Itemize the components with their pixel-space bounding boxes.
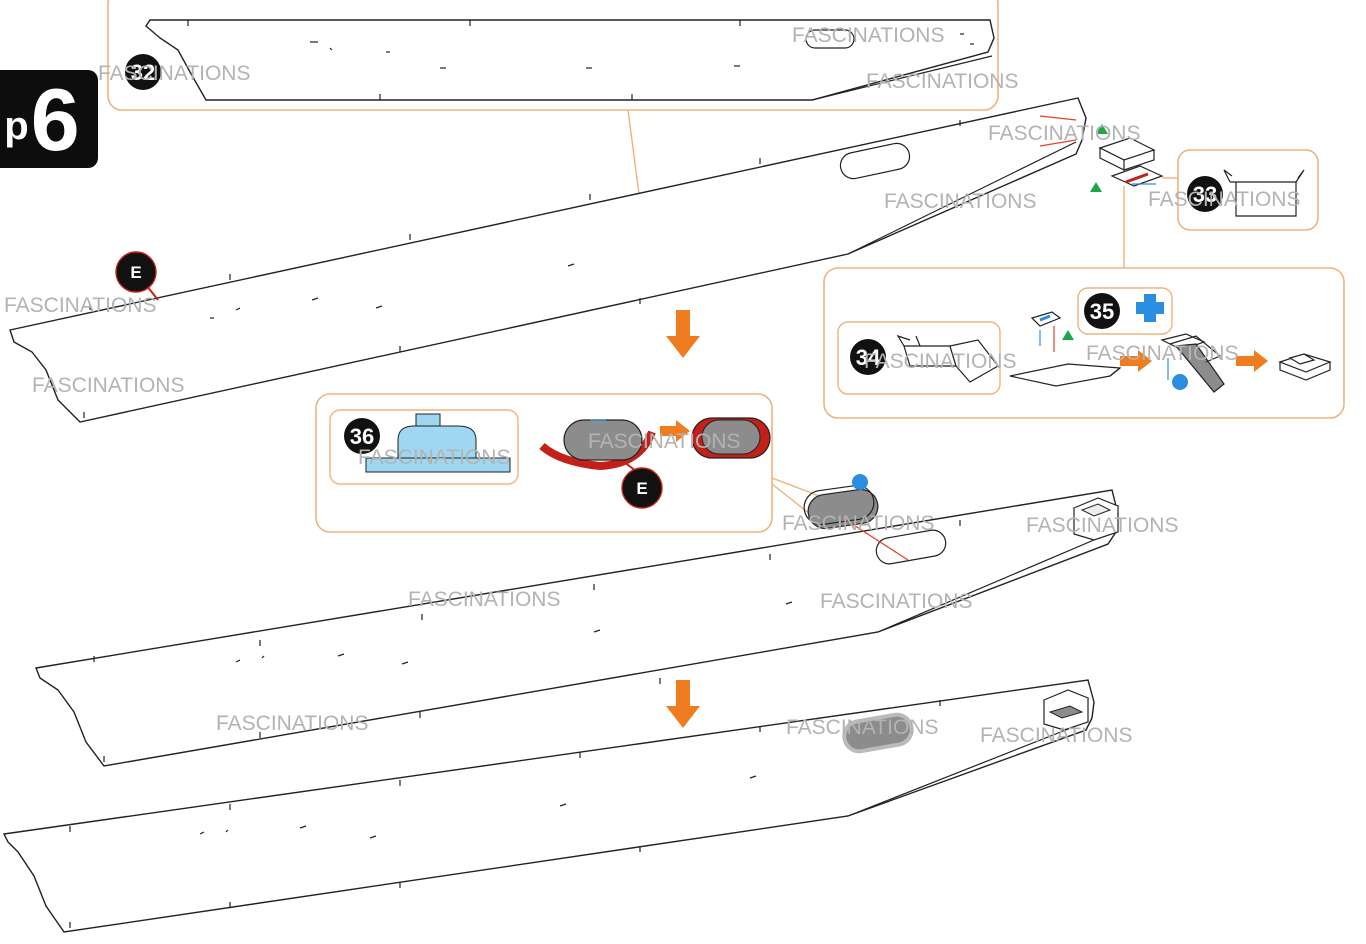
callout-33-label: 33 bbox=[1193, 182, 1217, 207]
step-badge: p 6 bbox=[0, 70, 98, 168]
watermark: FASCINATIONS bbox=[866, 70, 1018, 93]
step-number: 6 bbox=[30, 70, 80, 169]
callout-34-label: 34 bbox=[856, 345, 881, 370]
watermark: FASCINATIONS bbox=[98, 62, 250, 85]
watermark: FASCINATIONS bbox=[782, 512, 934, 535]
callout-32-label: 32 bbox=[131, 60, 155, 85]
detail-box-33: 33 bbox=[1177, 149, 1319, 231]
watermark: FASCINATIONS bbox=[1086, 342, 1238, 365]
hull-part-32 bbox=[145, 19, 995, 101]
marker-e-detail: E bbox=[636, 479, 647, 498]
watermark: FASCINATIONS bbox=[988, 122, 1140, 145]
watermark: FASCINATIONS bbox=[408, 588, 560, 611]
watermark: FASCINATIONS bbox=[4, 294, 156, 317]
triangle-marker-icon bbox=[1090, 182, 1102, 192]
blue-cross-part bbox=[1136, 294, 1164, 322]
watermark: FASCINATIONS bbox=[884, 190, 1036, 213]
callout-35-label: 35 bbox=[1090, 299, 1114, 324]
part-33-placement bbox=[1090, 124, 1178, 268]
watermark: FASCINATIONS bbox=[588, 430, 740, 453]
watermark: FASCINATIONS bbox=[1148, 188, 1300, 211]
watermark: FASCINATIONS bbox=[864, 350, 1016, 373]
watermark: FASCINATIONS bbox=[792, 24, 944, 47]
detail-box-36: 36 E bbox=[315, 393, 831, 533]
watermark: FASCINATIONS bbox=[1026, 514, 1178, 537]
down-arrow-icon bbox=[666, 680, 700, 728]
part-33-installed bbox=[1072, 497, 1120, 541]
detail-box-34-35: 34 35 bbox=[823, 267, 1345, 419]
right-arrow-icon bbox=[1236, 350, 1268, 372]
dot-marker-icon bbox=[852, 474, 868, 490]
dot-marker-icon bbox=[1172, 374, 1188, 390]
right-arrow-icon bbox=[660, 420, 690, 442]
window-insert bbox=[803, 484, 879, 530]
watermark: FASCINATIONS bbox=[216, 712, 368, 735]
triangle-marker-icon bbox=[1096, 124, 1108, 134]
step-prefix: p bbox=[4, 104, 29, 148]
hull-stage-1: E bbox=[9, 97, 1087, 423]
watermark: FASCINATIONS bbox=[786, 716, 938, 739]
detail-box-32: 32 bbox=[107, 0, 999, 241]
watermarks: FASCINATIONS FASCINATIONS FASCINATIONS F… bbox=[4, 24, 1300, 747]
watermark: FASCINATIONS bbox=[32, 374, 184, 397]
down-arrow-icon bbox=[666, 310, 700, 358]
watermark: FASCINATIONS bbox=[358, 446, 510, 469]
watermark: FASCINATIONS bbox=[820, 590, 972, 613]
part-33-installed bbox=[1042, 689, 1090, 731]
right-arrow-icon bbox=[1120, 350, 1152, 372]
hull-stage-3 bbox=[2, 679, 1095, 933]
triangle-marker-icon bbox=[1062, 330, 1074, 340]
callout-36-label: 36 bbox=[350, 424, 374, 449]
hull-stage-2 bbox=[35, 474, 1120, 767]
watermark: FASCINATIONS bbox=[980, 724, 1132, 747]
marker-e-top: E bbox=[130, 263, 141, 282]
